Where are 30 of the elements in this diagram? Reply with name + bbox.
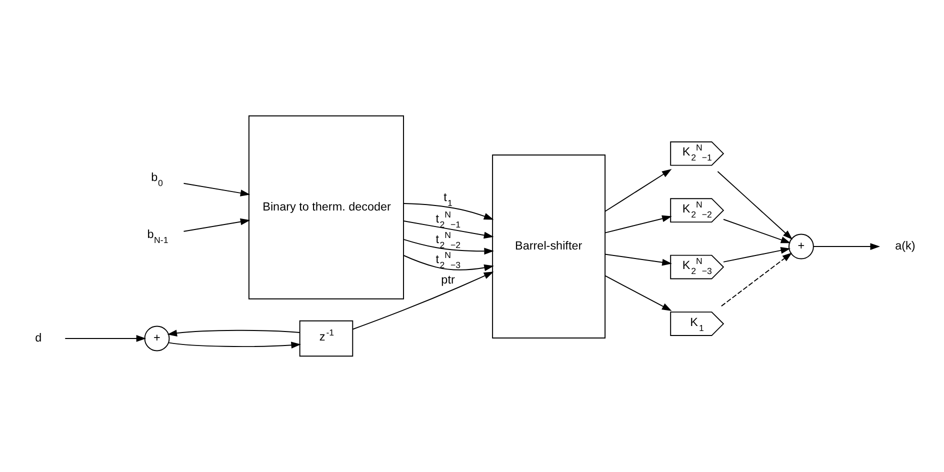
node-box: z$^{-1}$ (299, 320, 354, 357)
arrow (167, 330, 300, 337)
node-text: a(k) (895, 240, 916, 253)
arrow (183, 218, 250, 232)
arrow (723, 218, 791, 244)
edge-label: ptr (441, 273, 455, 286)
arrow (604, 169, 672, 212)
node-text: b$_{0}$ (151, 171, 163, 188)
arrow (403, 238, 494, 255)
arrow (717, 171, 793, 240)
arrow (813, 243, 880, 250)
arrow (604, 275, 672, 311)
arrow (168, 342, 302, 349)
node-circle: + (144, 326, 170, 352)
arrow (183, 182, 250, 196)
arrow (720, 252, 792, 307)
arrow (723, 247, 791, 262)
arrow (64, 335, 146, 342)
arrow (352, 272, 494, 330)
node-text: b$_{N-1}$ (147, 228, 168, 245)
node-box: Barrel-shifter (492, 154, 606, 338)
arrow (403, 254, 494, 272)
arrow (403, 202, 494, 220)
node-text: d (35, 332, 42, 345)
arrow (604, 215, 672, 234)
arrow (403, 220, 494, 239)
node-box: Binary to therm. decoder (248, 115, 404, 300)
edge-label: t$_{1}$ (444, 191, 452, 208)
arrow (604, 254, 672, 266)
node-circle: + (788, 234, 814, 260)
